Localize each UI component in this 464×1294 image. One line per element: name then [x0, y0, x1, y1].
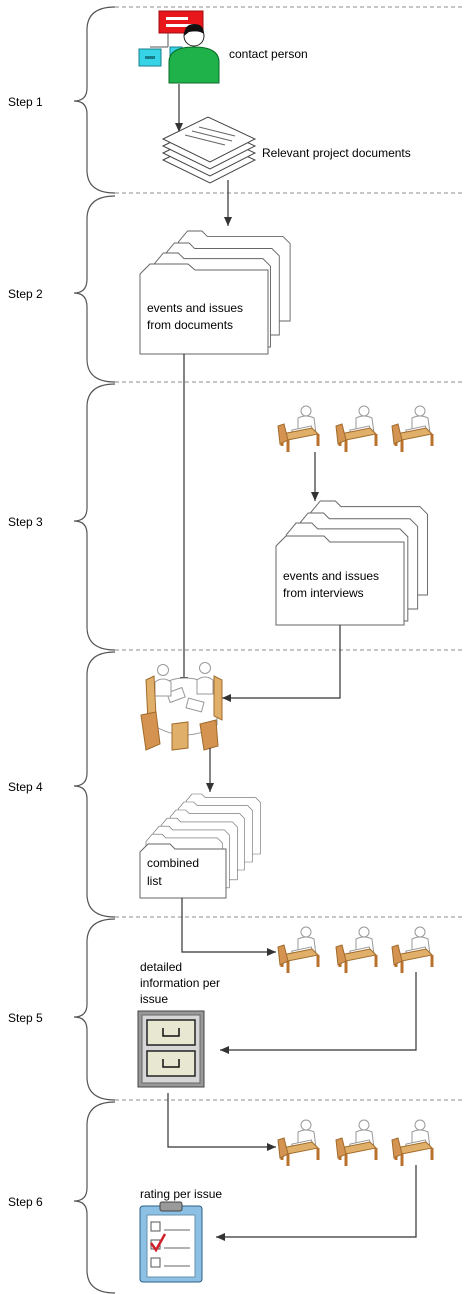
rating-per-issue-label: rating per issue — [140, 1187, 222, 1201]
events-interviews-line-1: events and issues — [283, 569, 379, 583]
arrow-raters-to-clipboard — [216, 1165, 417, 1241]
step-6-label: Step 6 — [8, 1195, 43, 1209]
events-documents-line-1: events and issues — [147, 301, 243, 315]
detailed-info-line-3: issue — [140, 992, 168, 1006]
detailed-info-line-2: information per — [140, 976, 220, 990]
clipboard-checklist-icon — [139, 1201, 203, 1283]
file-cabinet-icon — [137, 1010, 205, 1088]
folder-stack-events-documents — [139, 230, 291, 355]
brace-step-3 — [73, 383, 116, 651]
folder-stack-events-interviews — [275, 500, 428, 626]
step-1-label: Step 1 — [8, 95, 43, 109]
expert-persons-step-5 — [278, 927, 432, 973]
arrow-experts-to-cabinet — [220, 972, 417, 1054]
interview-persons-step-3 — [278, 406, 432, 452]
events-documents-line-2: from documents — [147, 318, 233, 332]
meeting-table-icon — [140, 662, 223, 751]
brace-step-6 — [73, 1101, 116, 1294]
arrow-events-interviews-to-meeting — [222, 625, 341, 702]
document-stack-icon — [161, 116, 257, 184]
relevant-documents-label: Relevant project documents — [262, 146, 411, 160]
brace-step-4 — [73, 651, 116, 918]
contact-person-icon — [138, 10, 220, 84]
combined-list-line-1: combined — [147, 856, 199, 870]
step-separators — [115, 6, 464, 1101]
arrow-cabinet-to-raters — [167, 1093, 276, 1151]
brace-step-2 — [73, 195, 116, 383]
step-labels: Step 1 Step 2 Step 3 Step 4 Step 5 Step … — [8, 95, 43, 1209]
step-3-label: Step 3 — [8, 515, 43, 529]
brace-step-5 — [73, 918, 116, 1101]
step-2-label: Step 2 — [8, 287, 43, 301]
combined-list-line-2: list — [147, 874, 162, 888]
folder-stack-combined-list — [139, 793, 261, 899]
step-braces — [73, 6, 116, 1294]
rater-persons-step-6 — [278, 1120, 432, 1166]
arrow-combined-to-experts — [181, 898, 276, 956]
step-4-label: Step 4 — [8, 780, 43, 794]
step-5-label: Step 5 — [8, 1011, 43, 1025]
brace-step-1 — [73, 6, 116, 194]
contact-person-label: contact person — [229, 47, 308, 61]
detailed-info-line-1: detailed — [140, 960, 182, 974]
events-interviews-line-2: from interviews — [283, 586, 364, 600]
